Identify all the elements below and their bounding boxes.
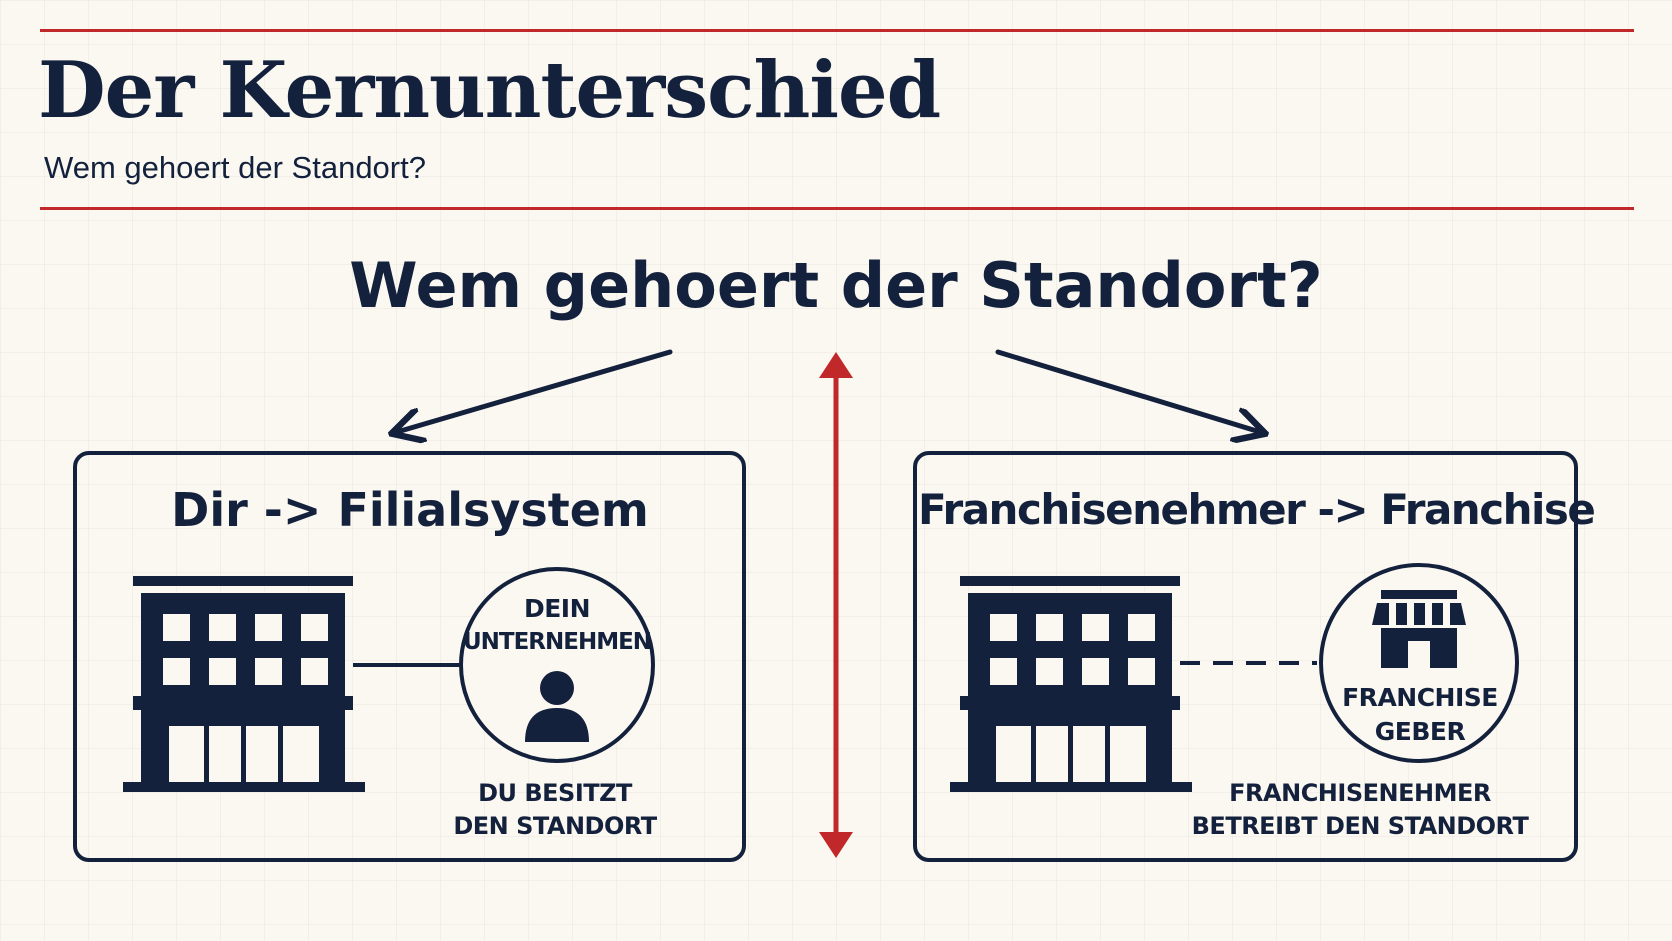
franchise-caption-line1: FRANCHISENEHMER <box>1229 779 1491 807</box>
owner-circle <box>459 567 655 763</box>
filialsystem-title: Dir -> Filialsystem <box>171 483 649 537</box>
filialsystem-caption-line1: DU BESITZT <box>478 779 632 807</box>
storefront-icon <box>1372 590 1466 668</box>
person-icon <box>525 671 589 742</box>
page-subtitle: Wem gehoert der Standort? <box>44 150 426 185</box>
central-question: Wem gehoert der Standort? <box>349 249 1323 322</box>
franchise-title: Franchisenehmer -> Franchise <box>918 485 1596 534</box>
building-icon <box>123 576 365 792</box>
franchise-giver-label-line2: GEBER <box>1374 717 1466 746</box>
header-rule-bottom <box>40 207 1634 210</box>
building-icon <box>950 576 1192 792</box>
page-title: Der Kernunterschied <box>38 45 941 136</box>
franchise-card <box>913 451 1578 862</box>
owner-label-line2: UNTERNEHMEN <box>462 629 652 655</box>
arrow-down-left-icon <box>397 349 673 432</box>
franchise-giver-label-line1: FRANCHISE <box>1342 683 1498 712</box>
double-arrow-vertical-icon <box>819 352 853 858</box>
header-rule-top <box>40 29 1634 32</box>
filialsystem-card <box>73 451 746 862</box>
filialsystem-caption-line2: DEN STANDORT <box>453 812 657 840</box>
franchise-caption-line2: BETREIBT DEN STANDORT <box>1191 812 1529 840</box>
owner-label-line1: DEIN <box>523 594 591 623</box>
arrow-down-right-icon <box>995 349 1260 432</box>
